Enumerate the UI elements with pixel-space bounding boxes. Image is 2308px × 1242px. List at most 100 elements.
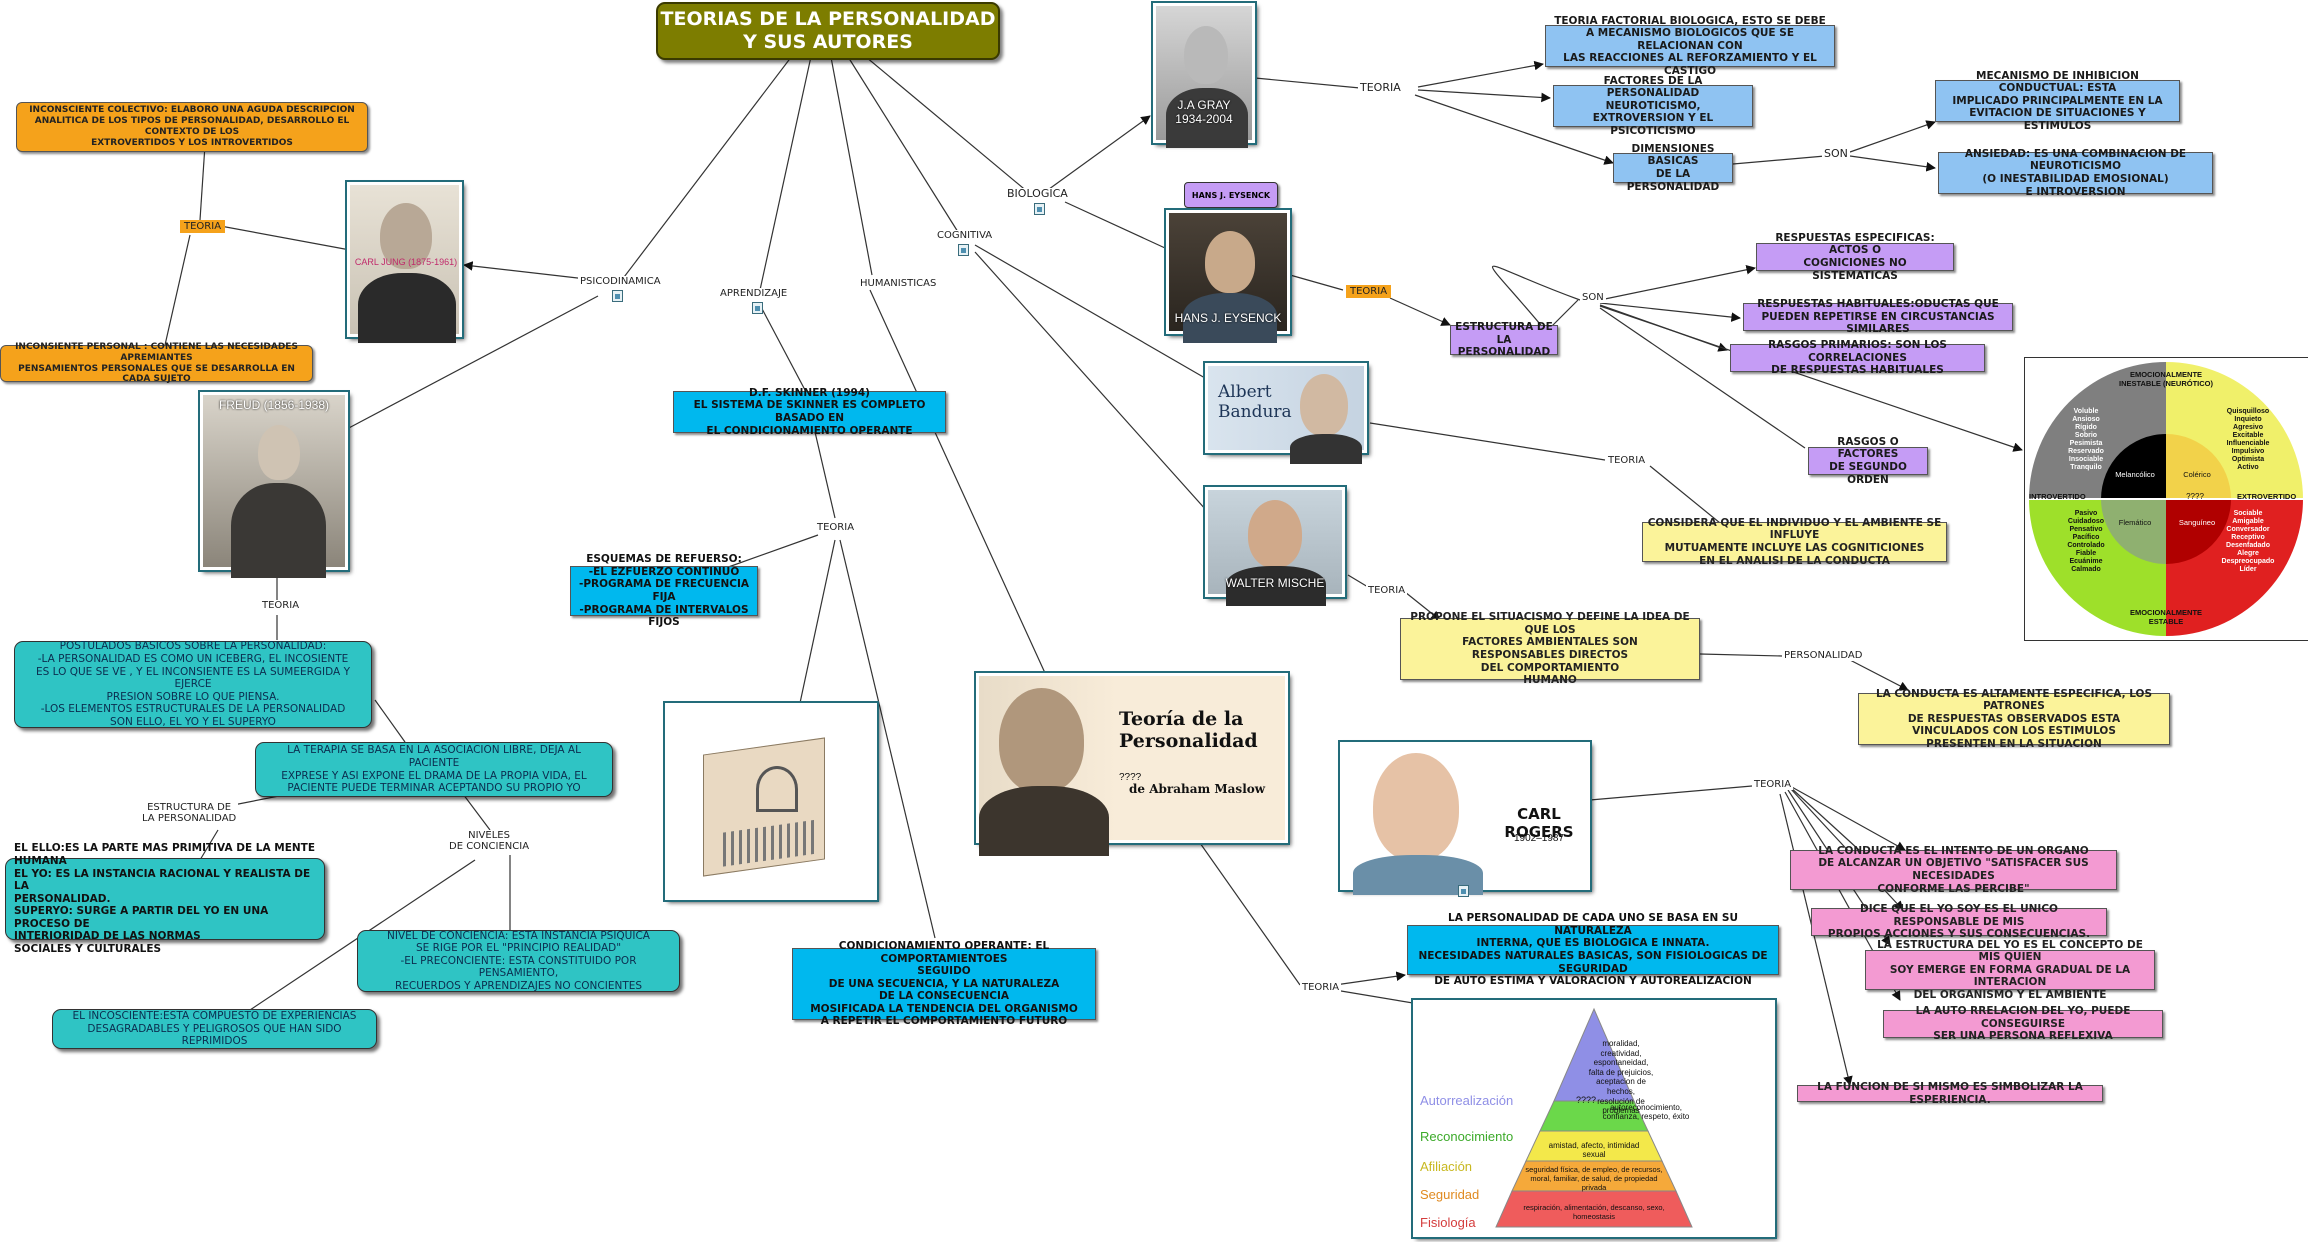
rogers-name: CARL ROGERS	[1504, 805, 1574, 841]
temperament-bottom: EMOCIONALMENTE ESTABLE	[2129, 608, 2203, 626]
freud-consciencia[interactable]: NIVEL DE CONCIENCIA: ESTA INSTANCIA PSIQ…	[357, 930, 680, 992]
pyramid-text-2: amistad, afecto, intimidad sexual	[1548, 1141, 1640, 1159]
freud-estructura-label[interactable]: ESTRUCTURA DE LA PERSONALIDAD	[140, 802, 239, 824]
bandura-name: Albert Bandura	[1218, 382, 1292, 422]
maslow-title: Teoría de la Personalidad	[1119, 708, 1258, 752]
temperament-bl-traits: Pasivo Cuidadoso Pensativo Pacífico Cont…	[2067, 510, 2105, 574]
branch-aprendizaje[interactable]: APRENDIZAJE	[718, 288, 790, 299]
note-icon[interactable]	[612, 290, 623, 302]
rogers-item-3[interactable]: LA AUTO RRELACION DEL YO, PUEDE CONSEGUI…	[1883, 1005, 2163, 1042]
skinner-box-image	[663, 701, 879, 902]
gray-dimensiones[interactable]: DIMENSIONES BASICAS DE LA PERSONALIDAD	[1613, 143, 1733, 193]
branch-biologica[interactable]: BIOLOGICA	[1005, 187, 1070, 201]
gray-teoria-label[interactable]: TEORIA	[1358, 81, 1403, 95]
rogers-years: 1902–1987	[1513, 833, 1565, 844]
pyramid-text-1: autoreconocimiento, confianza, respeto, …	[1602, 1103, 1690, 1121]
eysenck-habituales[interactable]: RESPUESTAS HABITUALES:ODUCTAS QUE PUEDEN…	[1743, 298, 2013, 335]
gray-photo: J.A GRAY 1934-2004	[1151, 1, 1257, 148]
bandura-box[interactable]: CONSIDERA QUE EL INDIVIDUO Y EL AMBIENTE…	[1642, 517, 1947, 567]
branch-cognitiva[interactable]: COGNITIVA	[935, 230, 995, 241]
skinner-box[interactable]: D.F. SKINNER (1994) EL SISTEMA DE SKINNE…	[673, 387, 946, 437]
temperament-sanguineo: Sanguíneo	[2178, 518, 2216, 527]
rogers-item-1[interactable]: DICE QUE EL YO SOY ES EL UNICO RESPONSAB…	[1811, 903, 2107, 940]
temperament-circle	[2029, 362, 2303, 636]
bandura-teoria-label[interactable]: TEORIA	[1606, 455, 1648, 466]
temperament-colerico: Colérico	[2183, 470, 2211, 479]
eysenck-especificas[interactable]: RESPUESTAS ESPECIFICAS: ACTOS O COGNICIO…	[1756, 232, 1954, 282]
note-icon[interactable]	[1034, 203, 1045, 215]
pyramid-level-0: Autorrealización	[1420, 1093, 1514, 1108]
temperament-unknown: ????	[2186, 492, 2204, 501]
rogers-item-0[interactable]: LA CONDUCTA ES EL INTENTO DE UN ORGANO D…	[1790, 845, 2117, 895]
jung-inconsciente-colectivo[interactable]: INCONSCIENTE COLECTIVO: ELABORO UNA AGUD…	[16, 102, 368, 152]
mischel-personalidad-label[interactable]: PERSONALIDAD	[1782, 650, 1865, 661]
pyramid-unknown: ????	[1575, 1095, 1597, 1105]
temperament-tr-traits: Quisquilloso Inquieto Agresivo Excitable…	[2226, 408, 2270, 472]
freud-terapia[interactable]: LA TERAPIA SE BASA EN LA ASOCIACION LIBR…	[255, 742, 613, 797]
gray-factorial[interactable]: TEORIA FACTORIAL BIOLOGICA, ESTO SE DEBE…	[1545, 15, 1835, 77]
freud-inconsciente[interactable]: EL INCOSCIENTE:ESTA COMPUESTO DE EXPERIE…	[52, 1009, 377, 1049]
rogers-photo: CARL ROGERS 1902–1987	[1338, 740, 1592, 895]
pyramid-level-3: Seguridad	[1420, 1187, 1480, 1202]
maslow-unknown: ????	[1119, 772, 1142, 783]
freud-photo: FREUD (1856-1938)	[198, 390, 350, 578]
note-icon[interactable]	[752, 302, 763, 314]
temperament-tl-traits: Voluble Ansioso Rígido Sobrio Pesimista …	[2068, 408, 2104, 472]
pyramid-text-0: moralidad, creatividad, espontaneidad, f…	[1588, 1039, 1654, 1116]
note-icon[interactable]	[958, 244, 969, 256]
freud-niveles-label[interactable]: NIVELES DE CONCIENCIA	[447, 830, 532, 852]
freud-ello[interactable]: EL ELLO:ES LA PARTE MAS PRIMITIVA DE LA …	[5, 842, 325, 955]
temperament-diagram: EMOCIONALMENTE INESTABLE (NEURÓTICO) EMO…	[2024, 357, 2308, 641]
skinner-condicionamiento[interactable]: CONDICIONAMIENTO OPERANTE: EL COMPORTAMI…	[792, 940, 1096, 1027]
eysenck-teoria-label[interactable]: TEORIA	[1346, 285, 1392, 298]
jung-teoria-label[interactable]: TEORIA	[180, 220, 226, 233]
gray-caption: J.A GRAY 1934-2004	[1175, 98, 1233, 126]
maslow-pyramid: moralidad, creatividad, espontaneidad, f…	[1411, 998, 1777, 1239]
pyramid-level-1: Reconocimiento	[1420, 1129, 1514, 1144]
pyramid-level-4: Fisiología	[1420, 1215, 1476, 1230]
freud-postulados[interactable]: POSTULADOS BASICOS SOBRE LA PERSONALIDAD…	[14, 640, 372, 728]
maslow-image: Teoría de la Personalidad ???? de Abraha…	[974, 671, 1290, 856]
gray-factores[interactable]: FACTORES DE LA PERSONALIDAD NEUROTICISMO…	[1553, 75, 1753, 137]
temperament-br-traits: Sociable Amigable Conversador Receptivo …	[2221, 510, 2275, 574]
pyramid-text-3: seguridad física, de empleo, de recursos…	[1525, 1165, 1663, 1192]
mischel-box[interactable]: PROPONE EL SITUACISMO Y DEFINE LA IDEA D…	[1400, 611, 1700, 686]
maslow-teoria-label[interactable]: TEORIA	[1300, 982, 1342, 993]
jung-photo: CARL JUNG (1875-1961)	[345, 180, 464, 343]
maslow-box[interactable]: LA PERSONALIDAD DE CADA UNO SE BASA EN S…	[1407, 912, 1779, 987]
note-icon[interactable]	[1458, 885, 1469, 897]
gray-inhibicion[interactable]: MECANISMO DE INHIBICION CONDUCTUAL: ESTA…	[1935, 70, 2180, 132]
eysenck-photo: HANS J. EYSENCK	[1164, 208, 1292, 343]
eysenck-estructura[interactable]: ESTRUCTURA DE LA PERSONALIDAD	[1450, 321, 1558, 358]
gray-ansiedad[interactable]: ANSIEDAD: ES UNA COMBINACION DE NEUROTIC…	[1938, 148, 2213, 198]
eysenck-primarios[interactable]: RASGOS PRIMARIOS: SON LOS CORRELACIONES …	[1730, 339, 1985, 376]
bandura-photo: Albert Bandura	[1203, 361, 1369, 464]
pyramid-level-2: Afiliación	[1420, 1159, 1473, 1174]
temperament-flematico: Flemático	[2118, 518, 2152, 527]
mischel-photo: WALTER MISCHE	[1203, 485, 1347, 606]
mischel-teoria-label[interactable]: TEORIA	[1366, 585, 1408, 596]
branch-psicodinamica[interactable]: PSICODINAMICA	[578, 276, 663, 287]
branch-humanisticas[interactable]: HUMANISTICAS	[858, 278, 939, 289]
maslow-subtitle: de Abraham Maslow	[1129, 782, 1266, 796]
temperament-right: EXTROVERTIDO	[2237, 492, 2297, 501]
rogers-teoria-label[interactable]: TEORIA	[1752, 779, 1794, 790]
pyramid-shape	[1495, 1007, 1693, 1228]
temperament-top: EMOCIONALMENTE INESTABLE (NEURÓTICO)	[2118, 370, 2214, 388]
temperament-melancolico: Melancólico	[2115, 470, 2155, 479]
skinner-esquemas[interactable]: ESQUEMAS DE REFUERSO: -EL EZFUERZO CONTI…	[570, 553, 758, 628]
skinner-teoria-label[interactable]: TEORIA	[815, 522, 857, 533]
jung-inconsciente-personal[interactable]: INCONSIENTE PERSONAL : CONTIENE LAS NECE…	[0, 342, 313, 384]
mischel-conducta[interactable]: LA CONDUCTA ES ALTAMENTE ESPECIFICA, LOS…	[1858, 688, 2170, 750]
rogers-item-4[interactable]: LA FUNCION DE SI MISMO ES SIMBOLIZAR LA …	[1797, 1081, 2103, 1106]
jung-caption: CARL JUNG (1875-1961)	[354, 257, 458, 267]
eysenck-tag[interactable]: HANS J. EYSENCK	[1184, 182, 1278, 208]
gray-son-label[interactable]: SON	[1822, 147, 1850, 161]
eysenck-caption: HANS J. EYSENCK	[1174, 311, 1282, 325]
rogers-item-2[interactable]: LA ESTRUCTURA DEL YO ES EL CONCEPTO DE M…	[1865, 939, 2155, 1001]
eysenck-son-label[interactable]: SON	[1580, 292, 1606, 303]
pyramid-text-4: respiración, alimentación, descanso, sex…	[1523, 1203, 1665, 1221]
map-title: TEORIAS DE LA PERSONALIDAD Y SUS AUTORES	[656, 2, 1000, 60]
freud-teoria-label[interactable]: TEORIA	[260, 600, 302, 611]
eysenck-segundo[interactable]: RASGOS O FACTORES DE SEGUNDO ORDEN	[1808, 436, 1928, 486]
